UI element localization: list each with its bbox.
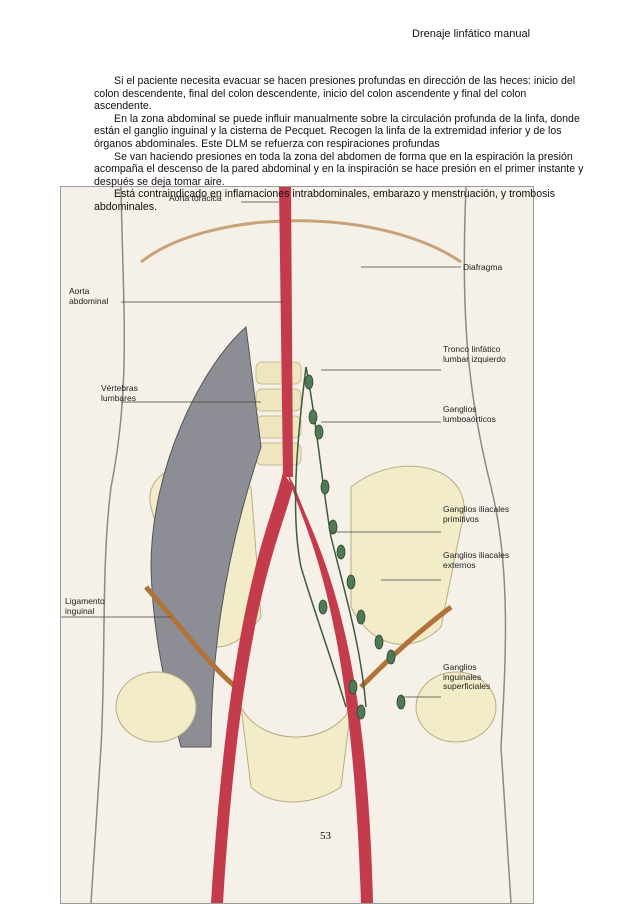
label-ganglios-iliacales-externos: Ganglios iliacales externos xyxy=(443,550,510,570)
label-aorta-toracica: Aorta torácica xyxy=(169,193,222,203)
label-aorta-abdominal: Aorta abdominal xyxy=(69,286,109,306)
anatomy-illustration: Aorta torácica Diafragma Aorta abdominal… xyxy=(60,186,534,904)
label-diafragma: Diafragma xyxy=(463,262,503,272)
label-vertebras-lumbares: Vértebras lumbares xyxy=(101,383,138,403)
label-ganglios-lumboaorticos: Ganglios lumboaórticos xyxy=(443,404,496,424)
paragraph: Si el paciente necesita evacuar se hacen… xyxy=(94,75,576,113)
running-header: Drenaje linfático manual xyxy=(412,28,531,40)
body-text: Si el paciente necesita evacuar se hacen… xyxy=(94,75,584,214)
paragraph: Está contraindicado en inflamaciones int… xyxy=(94,188,556,213)
paragraph: Se van haciendo presiones en toda la zon… xyxy=(94,150,584,188)
page-number: 53 xyxy=(320,830,331,842)
label-tronco-linfatico: Tronco linfático lumbar izquierdo xyxy=(443,344,506,364)
paragraph: En la zona abdominal se puede influir ma… xyxy=(94,112,580,150)
abdominal-lymphatics-drawing xyxy=(61,187,512,903)
label-ganglios-iliacales-primitivos: Ganglios iliacales primitivos xyxy=(443,504,510,524)
label-ligamento-inguinal: Ligamento inguinal xyxy=(65,596,105,616)
label-ganglios-inguinales: Ganglios inguinales superficiales xyxy=(443,662,491,691)
